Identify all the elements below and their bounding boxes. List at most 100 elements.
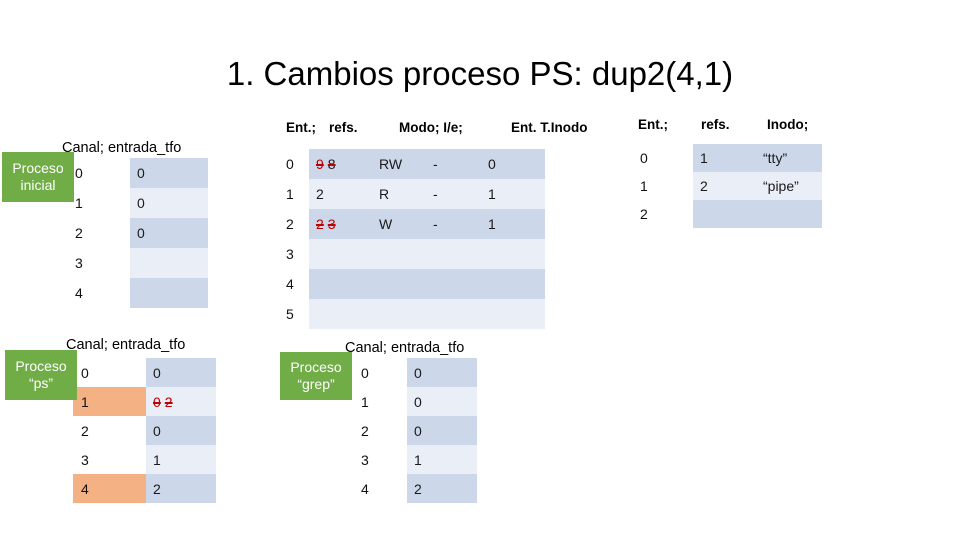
row-le: - (426, 149, 481, 179)
table-row: 1 2 “pipe” (633, 172, 822, 200)
table-row: 4 (68, 278, 208, 308)
table-row: 3 1 (73, 445, 216, 474)
row-index: 0 (75, 165, 83, 181)
row-le (426, 239, 481, 269)
table-row: 4 2 (353, 474, 477, 503)
grid-proceso-inicial: 0 0 1 0 2 0 3 4 (68, 158, 208, 308)
row-le (426, 269, 481, 299)
table-row: 5 (281, 299, 545, 329)
col-header-ent: Ent.; (286, 120, 316, 135)
table-caption-proceso-grep: Canal; entrada_tfo (345, 340, 465, 356)
badge-proceso-inicial: Proceso inicial (2, 152, 74, 202)
row-value (130, 248, 208, 278)
refs-old-value: 9 (316, 156, 324, 172)
table-row: 1 0 (68, 188, 208, 218)
row-index: 5 (286, 306, 294, 322)
row-value: 0 (130, 188, 208, 218)
column-headers-tfo: Ent.; refs. Modo; I/e; Ent. T.Inodo (286, 120, 588, 136)
table-row: 0 0 (73, 358, 216, 387)
row-index: 1 (73, 387, 146, 416)
row-index: 2 (81, 422, 89, 439)
row-index: 1 (75, 195, 83, 211)
value-new: 2 (164, 393, 173, 410)
row-refs: 2 (309, 179, 372, 209)
grid-proceso-ps: 0 0 1 0 2 2 0 3 1 4 2 (73, 358, 216, 503)
refs-new-value: 3 (327, 216, 336, 232)
col-header-refs: refs. (701, 117, 730, 132)
row-modo (372, 299, 426, 329)
col-header-ent: Ent.; (638, 117, 668, 132)
grid-inodos: 0 1 “tty” 1 2 “pipe” 2 (633, 144, 822, 228)
table-row: 2 0 (353, 416, 477, 445)
row-index: 1 (361, 393, 369, 410)
row-index: 3 (75, 255, 83, 271)
row-index: 1 (640, 178, 648, 194)
row-index: 2 (361, 422, 369, 439)
column-headers-inodos: Ent.; refs. Inodo; (638, 117, 838, 133)
row-index: 4 (73, 474, 146, 503)
row-refs (309, 299, 372, 329)
row-modo: RW (372, 149, 426, 179)
col-header-refs: refs. (329, 120, 358, 135)
badge-line-2: “ps” (28, 375, 54, 391)
row-value (130, 278, 208, 308)
refs-new-value: 8 (327, 156, 336, 172)
row-modo (372, 239, 426, 269)
row-index: 1 (286, 186, 294, 202)
row-modo: R (372, 179, 426, 209)
table-row: 2 0 (73, 416, 216, 445)
row-value: 1 (146, 445, 216, 474)
row-refs (309, 269, 372, 299)
row-value: 0 (130, 158, 208, 188)
table-row: 1 0 (353, 387, 477, 416)
row-index: 4 (75, 285, 83, 301)
row-index: 0 (640, 150, 648, 166)
grid-proceso-grep: 0 0 1 0 2 0 3 1 4 2 (353, 358, 477, 503)
row-index: 2 (75, 225, 83, 241)
row-index: 4 (286, 276, 294, 292)
table-caption-proceso-inicial: Canal; entrada_tfo (62, 140, 182, 156)
row-inodo: “pipe” (756, 172, 822, 200)
row-index: 3 (286, 246, 294, 262)
table-row: 2 (633, 200, 822, 228)
row-refs (309, 239, 372, 269)
row-le (426, 299, 481, 329)
grid-ficheros-abiertos: 0 9 8 RW - 0 1 2 R - 1 2 2 3 W - 1 (281, 149, 545, 329)
col-header-inodo: Ent. T.Inodo (511, 120, 588, 135)
row-refs (693, 200, 756, 228)
row-value: 2 (146, 474, 216, 503)
table-row: 0 0 (68, 158, 208, 188)
page-title: 1. Cambios proceso PS: dup2(4,1) (226, 55, 734, 92)
table-row: 1 2 R - 1 (281, 179, 545, 209)
badge-line-1: Proceso (12, 160, 64, 176)
row-modo (372, 269, 426, 299)
value-old: 0 (153, 393, 161, 410)
row-inodo (756, 200, 822, 228)
row-inodo: “tty” (756, 144, 822, 172)
row-value: 0 2 (146, 387, 216, 416)
row-index: 2 (286, 216, 294, 232)
row-le: - (426, 209, 481, 239)
table-row: 3 (281, 239, 545, 269)
row-inodo (481, 299, 545, 329)
table-row: 1 0 2 (73, 387, 216, 416)
badge-proceso-ps: Proceso “ps” (5, 350, 77, 400)
table-row: 0 9 8 RW - 0 (281, 149, 545, 179)
table-row: 0 1 “tty” (633, 144, 822, 172)
row-index: 3 (361, 451, 369, 468)
table-row: 3 1 (353, 445, 477, 474)
row-refs: 2 3 (309, 209, 372, 239)
badge-line-1: Proceso (15, 358, 67, 374)
row-refs: 1 (693, 144, 756, 172)
refs-old-value: 2 (316, 216, 324, 232)
row-index: 0 (361, 364, 369, 381)
row-refs: 2 (693, 172, 756, 200)
table-row: 0 0 (353, 358, 477, 387)
row-inodo: 0 (481, 149, 545, 179)
table-row: 2 2 3 W - 1 (281, 209, 545, 239)
badge-line-1: Proceso (290, 359, 342, 375)
row-value: 0 (407, 358, 477, 387)
row-refs: 9 8 (309, 149, 372, 179)
row-inodo (481, 239, 545, 269)
row-value: 2 (407, 474, 477, 503)
